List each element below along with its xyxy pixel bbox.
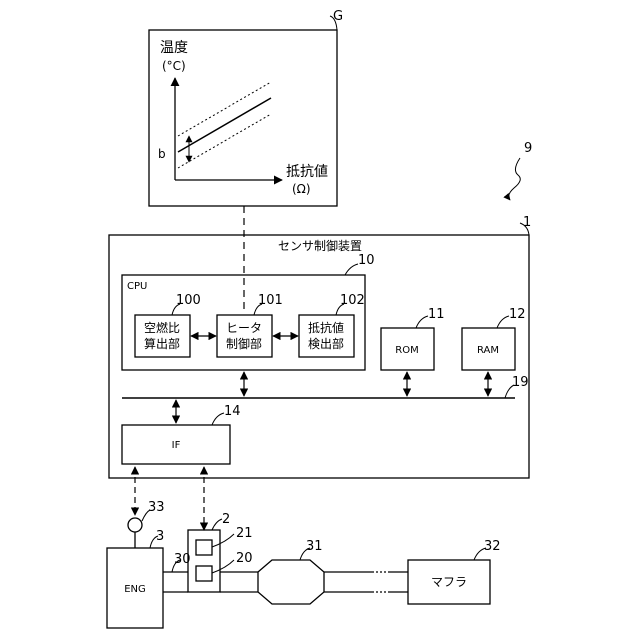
heater-control-line1: ヒータ: [226, 321, 262, 335]
ram-ref-leader: [497, 316, 509, 328]
block-102-ref-label: 102: [340, 293, 365, 308]
graph-upper-bound-line: [178, 82, 271, 136]
interface-ref-label: 14: [224, 404, 241, 419]
bus-ref-label: 19: [512, 375, 529, 390]
sensor-element-ref-label: 20: [236, 551, 253, 566]
ram-label: RAM: [477, 345, 499, 356]
heater-element: [196, 540, 212, 555]
cpu-ref-label: 10: [358, 253, 375, 268]
controller-title: センサ制御装置: [278, 238, 362, 253]
rom-label: ROM: [395, 345, 418, 356]
controller-ref-label: 1: [523, 215, 531, 230]
muffler-label: マフラ: [431, 575, 467, 589]
catalyst-ref-label: 31: [306, 539, 323, 554]
muffler: マフラ 32: [408, 539, 501, 604]
system-ref-squiggle: [509, 158, 521, 200]
rom-ref-leader: [416, 316, 428, 328]
sensor-unit: 2 21 20: [188, 512, 253, 592]
engine-label: ENG: [124, 584, 146, 595]
graph-lower-bound-line: [178, 114, 271, 168]
cpu-ref-leader: [345, 264, 358, 275]
air-fuel-ratio-calc-line2: 算出部: [144, 336, 180, 351]
downstream-pipe: [324, 572, 408, 592]
sensor-unit-ref-leader: [212, 519, 222, 530]
cpu-label: CPU: [127, 281, 147, 292]
graph-x-unit: (Ω): [292, 182, 311, 196]
rom-ref-label: 11: [428, 307, 445, 322]
heater-ref-leader: [212, 534, 234, 547]
block-101-ref-label: 101: [258, 293, 283, 308]
graph-characteristic-line: [178, 98, 271, 152]
air-fuel-ratio-calc-line1: 空燃比: [144, 320, 180, 335]
sensor-element: [196, 566, 212, 581]
heater-ref-label: 21: [236, 526, 253, 541]
graph-band-label: b: [158, 147, 166, 161]
sensor-element-ref-leader: [212, 560, 234, 573]
interface-ref-leader: [212, 413, 224, 425]
sensor-control-device: 1 センサ制御装置 CPU 10 空燃比 算出部 100 ヒータ 制御部 101…: [109, 215, 531, 478]
interface-label: IF: [172, 440, 181, 451]
graph-y-unit: (°C): [162, 59, 186, 73]
graph-ref-label: G: [333, 9, 343, 24]
heater-control-line2: 制御部: [226, 336, 262, 351]
sensor-unit-ref-label: 2: [222, 512, 230, 527]
block-100-ref-label: 100: [176, 293, 201, 308]
sensor-33-ref-label: 33: [148, 500, 165, 515]
sensor-33-symbol: [128, 518, 142, 532]
engine-ref-label: 3: [156, 529, 164, 544]
resistance-detect-line2: 検出部: [308, 336, 344, 351]
system-ref-label: 9: [524, 141, 532, 156]
muffler-ref-label: 32: [484, 539, 501, 554]
temperature-resistance-graph: G 温度 (°C) 抵抗値 (Ω) b: [149, 9, 343, 206]
resistance-detect-line1: 抵抗値: [308, 320, 344, 335]
catalyst-body: [258, 560, 324, 604]
ram-ref-label: 12: [509, 307, 526, 322]
graph-x-label: 抵抗値: [286, 164, 328, 180]
sensor-unit-frame: [188, 530, 220, 592]
catalyst: 31: [258, 539, 324, 604]
system-ref: 9: [509, 141, 533, 200]
graph-y-label: 温度: [160, 40, 188, 56]
